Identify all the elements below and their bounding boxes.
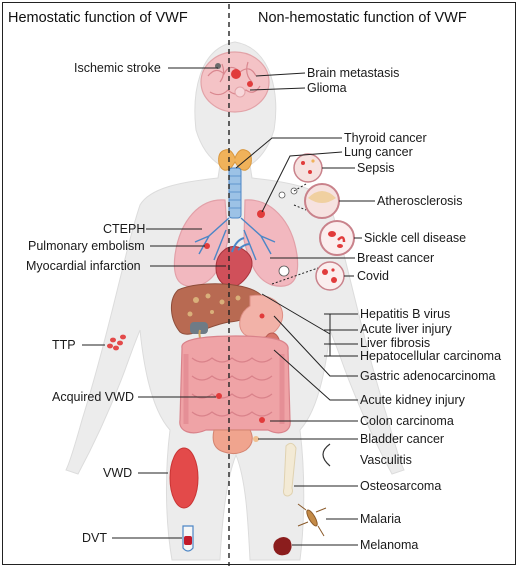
atherosclerosis-vessel — [304, 183, 340, 219]
label-bladder-cancer: Bladder cancer — [360, 432, 445, 446]
leader-lines-left — [82, 67, 226, 539]
glioma-lesion — [234, 86, 246, 98]
label-acute-liver-injury: Acute liver injury — [360, 322, 452, 336]
covid-vessel — [315, 261, 345, 291]
label-hepatocellular-carcinoma: Hepatocellular carcinoma — [360, 349, 502, 363]
lungs — [173, 199, 299, 287]
label-glioma: Glioma — [307, 81, 347, 95]
melanoma-lesion — [273, 537, 292, 556]
bladder — [212, 429, 253, 455]
label-lung-cancer: Lung cancer — [344, 145, 413, 159]
ttp-cells — [107, 334, 126, 351]
femur-bone — [283, 442, 297, 497]
label-acquired-vwd: Acquired VWD — [52, 390, 134, 404]
sepsis-vessel — [293, 153, 323, 183]
label-cteph: CTEPH — [103, 222, 146, 236]
label-thyroid-cancer: Thyroid cancer — [344, 131, 427, 145]
label-myocardial-infarction: Myocardial infarction — [26, 259, 141, 273]
label-dvt: DVT — [82, 531, 107, 545]
label-ttp: TTP — [52, 338, 76, 352]
label-brain-metastasis: Brain metastasis — [307, 66, 400, 80]
label-vwd: VWD — [103, 466, 133, 480]
brain-metastasis-lesion — [231, 69, 241, 79]
label-melanoma: Melanoma — [360, 538, 419, 552]
heart — [215, 237, 253, 289]
non-hemostatic-header: Non-hemostatic function of VWF — [258, 10, 467, 26]
liver — [171, 283, 264, 345]
intestines — [179, 335, 291, 434]
label-breast-cancer: Breast cancer — [357, 251, 435, 265]
hemostatic-header: Hemostatic function of VWF — [8, 10, 188, 26]
label-hepatitis-b-virus: Hepatitis B virus — [360, 307, 451, 321]
brain — [200, 51, 270, 113]
label-osteosarcoma: Osteosarcoma — [360, 479, 442, 493]
thyroid — [218, 149, 252, 171]
vasculitis-vessel — [322, 443, 331, 467]
label-covid: Covid — [357, 269, 389, 283]
label-vasculitis: Vasculitis — [360, 453, 412, 467]
mosquito — [297, 503, 327, 537]
label-sepsis: Sepsis — [357, 161, 395, 175]
label-pulmonary-embolism: Pulmonary embolism — [28, 239, 145, 253]
diagram-frame — [2, 2, 516, 565]
label-ischemic-stroke: Ischemic stroke — [74, 61, 161, 75]
label-atherosclerosis: Atherosclerosis — [377, 194, 463, 208]
dvt-vessel — [182, 525, 194, 552]
label-acute-kidney-injury: Acute kidney injury — [360, 393, 465, 407]
label-liver-fibrosis: Liver fibrosis — [360, 336, 431, 350]
sickle-cell-vessel — [319, 220, 355, 256]
leader-lines-right — [235, 72, 375, 546]
label-sickle-cell-disease: Sickle cell disease — [364, 231, 467, 245]
vwd-bleed — [169, 447, 199, 509]
label-gastric-adenocarcinoma: Gastric adenocarcinoma — [360, 369, 496, 383]
label-malaria: Malaria — [360, 512, 401, 526]
label-colon-carcinoma: Colon carcinoma — [360, 414, 454, 428]
